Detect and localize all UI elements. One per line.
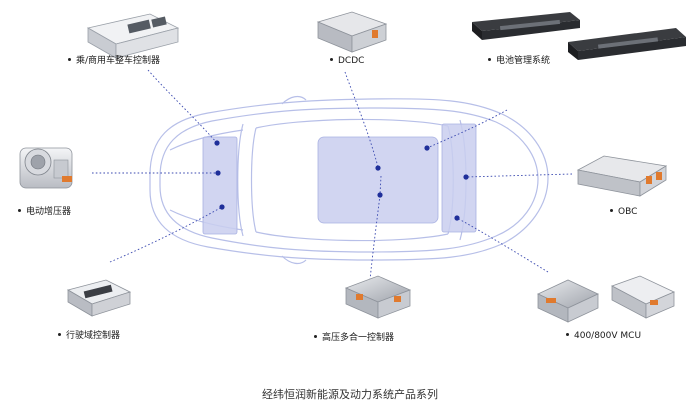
label-vcu: 乘/商用车整车控制器	[68, 55, 160, 67]
label-bms: 电池管理系统	[488, 55, 550, 67]
roof-line-top	[255, 118, 449, 129]
label-obc-text: OBC	[618, 207, 638, 217]
zone-rear	[441, 123, 477, 233]
figure-caption: 经纬恒润新能源及动力系统产品系列	[262, 388, 438, 401]
label-dcdc: DCDC	[330, 55, 364, 67]
zone-front	[202, 136, 238, 235]
label-ebooster-text: 电动增压器	[26, 207, 72, 217]
connection-dots	[214, 140, 469, 221]
bullet-dot	[610, 209, 613, 212]
mirror-bottom	[281, 255, 307, 265]
car-body-inner	[159, 107, 539, 253]
car-body-outline	[149, 98, 549, 261]
roof-line-bottom	[255, 231, 449, 242]
bullet-dot	[314, 335, 317, 338]
dot-bms	[424, 145, 430, 151]
windshield-inner	[250, 127, 257, 233]
mcu-product-image	[537, 275, 675, 323]
leader-hv-2	[379, 175, 382, 196]
leader-dcdc	[344, 71, 379, 168]
mirror-top	[281, 95, 307, 105]
obc-product-image	[576, 155, 668, 197]
bullet-dot	[566, 333, 569, 336]
label-hv-integrated: 高压多合一控制器	[314, 332, 394, 344]
dot-ebooster	[215, 170, 221, 176]
zone-center	[317, 136, 439, 224]
label-obc: OBC	[610, 206, 637, 218]
bullet-dot	[18, 209, 21, 212]
leader-obc	[465, 173, 573, 178]
component-zones	[202, 123, 477, 235]
dot-adas	[219, 204, 225, 210]
label-ebooster: 电动增压器	[18, 206, 71, 218]
leader-adas	[109, 206, 223, 263]
label-bms-text: 电池管理系统	[496, 56, 551, 66]
bms-product-image	[472, 12, 686, 60]
label-mcu: 400/800V MCU	[566, 330, 641, 342]
bullet-dot	[330, 58, 333, 61]
dot-vcu	[214, 140, 220, 146]
leader-hv	[369, 194, 381, 281]
label-vcu-text: 乘/商用车整车控制器	[76, 56, 161, 66]
dot-mcu	[454, 215, 460, 221]
bullet-dot	[58, 333, 61, 336]
dot-hv	[377, 192, 383, 198]
leader-bms	[426, 109, 508, 149]
leader-vcu	[147, 69, 218, 144]
bullet-dot	[488, 58, 491, 61]
ebooster-product-image	[19, 147, 73, 189]
label-adas: 行驶域控制器	[58, 330, 120, 342]
label-hv-integrated-text: 高压多合一控制器	[322, 333, 395, 343]
bullet-dot	[68, 58, 71, 61]
dcdc-product-image	[316, 11, 388, 53]
label-adas-text: 行驶域控制器	[66, 331, 121, 341]
label-mcu-text: 400/800V MCU	[574, 331, 642, 341]
adas-product-image	[66, 279, 132, 317]
label-dcdc-text: DCDC	[338, 56, 365, 66]
windshield	[237, 123, 244, 237]
vcu-product-image	[86, 13, 180, 59]
leader-lines	[92, 69, 573, 281]
dot-dcdc	[375, 165, 381, 171]
dot-obc	[463, 174, 469, 180]
hv-integrated-product-image	[344, 275, 412, 319]
